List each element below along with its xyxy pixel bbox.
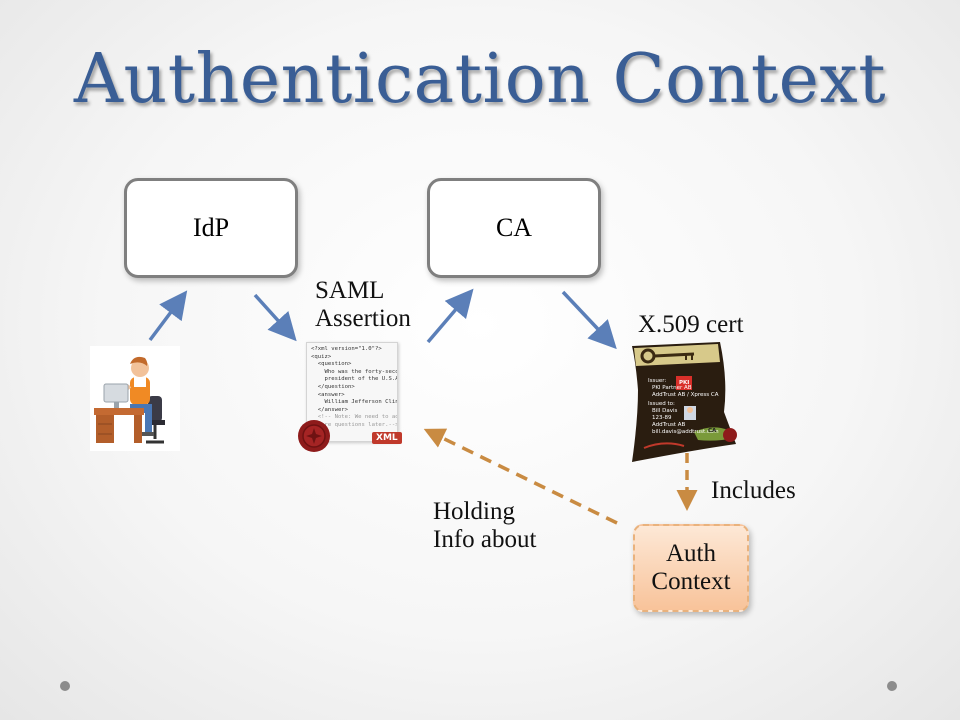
right-corner-dot xyxy=(887,681,897,691)
user-at-desk-illustration xyxy=(90,346,180,451)
cert-issued-line: 123-89 xyxy=(652,415,672,421)
arrow-user-to-idp xyxy=(148,290,188,342)
cert-issued-line: bill.davis@addtrust.com xyxy=(652,429,719,435)
xml-line: <answer> xyxy=(311,391,345,398)
includes-label: Includes xyxy=(711,477,796,504)
certificate-illustration: Issuer: PKI Partner AB AddTrust AB / Xpr… xyxy=(624,340,746,464)
cert-badge-pki: PKI xyxy=(679,380,690,386)
xml-line: <?xml version="1.0"?> xyxy=(311,346,382,352)
xml-line: <question> xyxy=(311,361,352,368)
xml-line: <quiz> xyxy=(311,353,332,360)
arrow-ca-to-cert xyxy=(561,290,617,350)
xml-line: </answer> xyxy=(311,406,349,413)
x509-cert-label: X.509 cert xyxy=(638,311,744,338)
left-corner-dot xyxy=(60,681,70,691)
cert-issued-line: Bill Davis xyxy=(652,408,678,414)
holding-info-label: Holding Info about xyxy=(433,498,537,553)
xml-line: <!-- Note: We need to add xyxy=(311,414,398,421)
xml-line: </question> xyxy=(311,383,355,390)
xml-line: president of the U.S.A.? xyxy=(311,376,398,383)
saml-assertion-label: SAML Assertion xyxy=(315,277,411,332)
xml-line: Who was the forty-second xyxy=(311,368,398,375)
wax-seal-icon xyxy=(298,420,330,452)
cert-issuer-line: AddTrust AB / Xpress CA xyxy=(652,392,719,398)
auth-context-line2: Context xyxy=(651,568,731,595)
ca-label: CA xyxy=(495,213,533,242)
arrow-idp-to-saml xyxy=(253,293,297,342)
slide-title: Authentication Context xyxy=(73,40,887,119)
cert-issuer-label: Issuer: xyxy=(648,378,667,384)
idp-box: IdP xyxy=(124,178,298,278)
idp-label: IdP xyxy=(192,213,230,242)
auth-context-box: Auth Context xyxy=(633,524,749,612)
cert-badge-ca: CA xyxy=(708,428,717,434)
cert-issued-line: AddTrust AB xyxy=(652,422,686,428)
arrow-saml-to-ca xyxy=(426,288,474,344)
xml-tag-badge: XML xyxy=(372,432,402,444)
ca-box: CA xyxy=(427,178,601,278)
cert-issued-label: Issued to: xyxy=(648,401,675,407)
xml-line: William Jefferson Clinton xyxy=(324,399,397,406)
auth-context-line1: Auth xyxy=(665,540,716,567)
cert-issuer-line: PKI Partner AB xyxy=(652,385,692,391)
